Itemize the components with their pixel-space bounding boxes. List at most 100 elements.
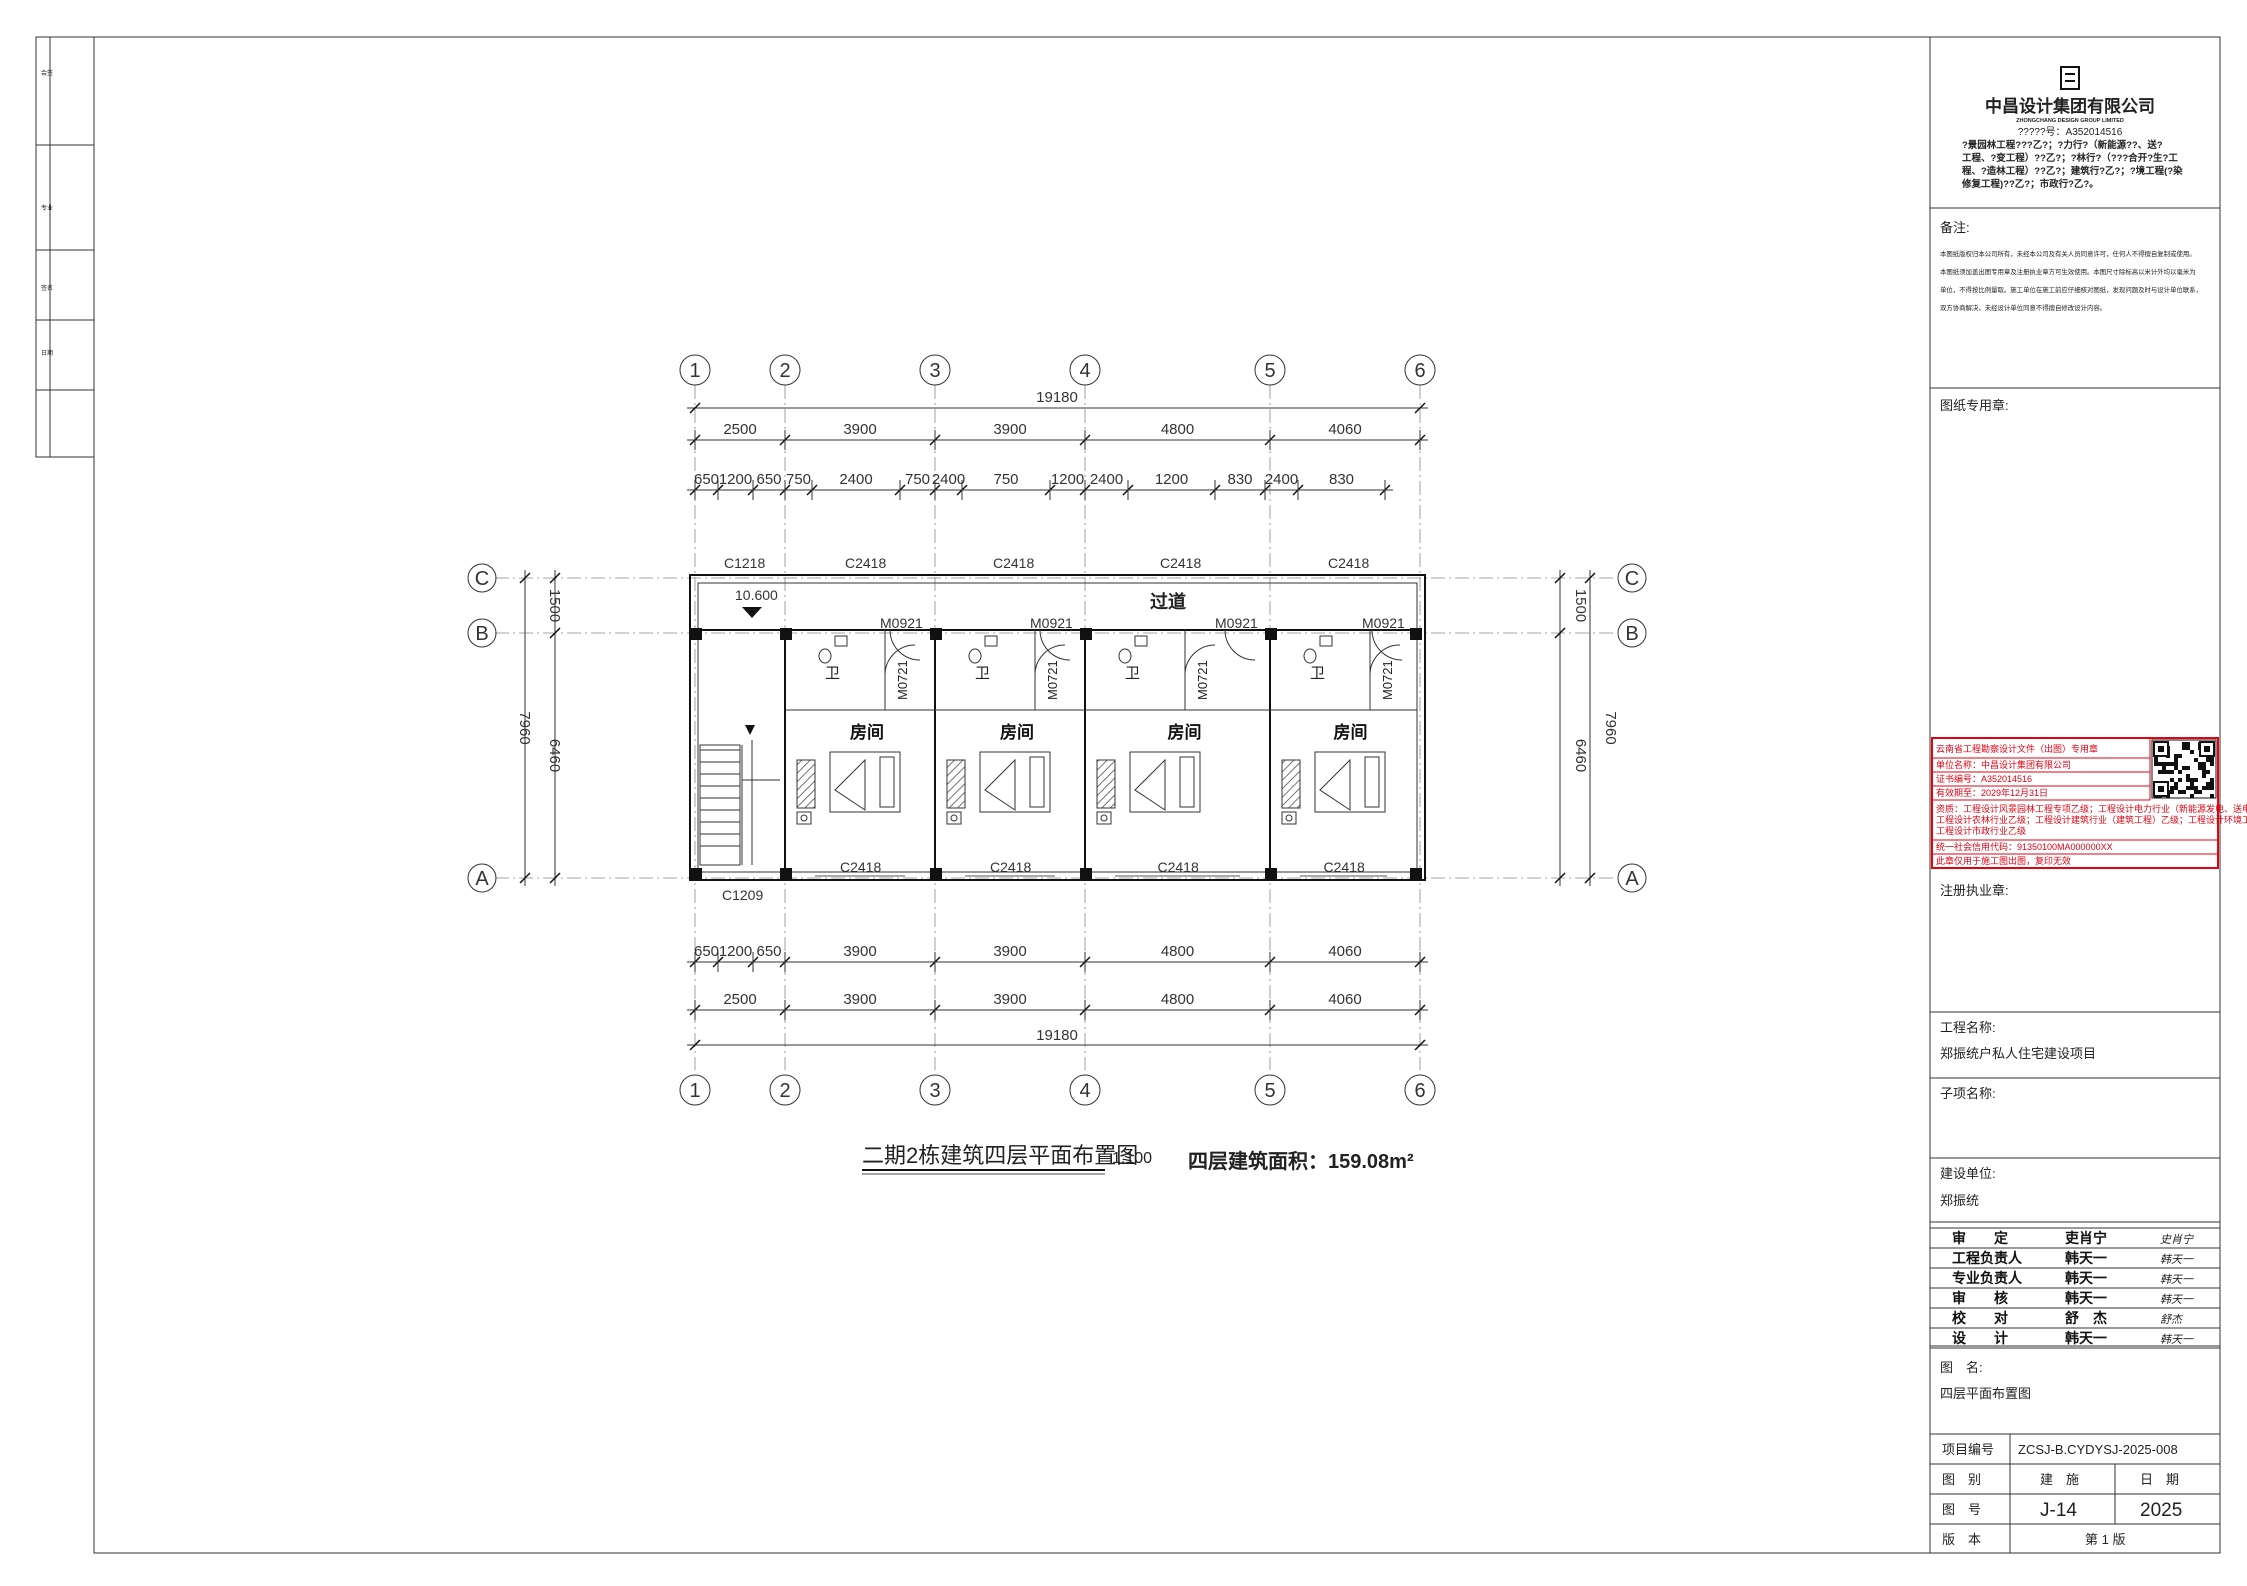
dimension-text: 650 — [694, 471, 719, 488]
axis-label: C — [1625, 568, 1639, 590]
sheet-border — [93, 36, 2221, 1554]
plan-scale: 1:100 — [1112, 1150, 1152, 1167]
dimension-text: 6460 — [1572, 739, 1589, 772]
axis-label: 5 — [1264, 1080, 1275, 1102]
column — [780, 628, 792, 640]
dimension-text: 3900 — [843, 421, 876, 438]
axis-label: B — [1625, 623, 1638, 645]
bed-icon — [979, 751, 1051, 813]
wc-label: 卫 — [825, 665, 840, 682]
dimension-text: 2500 — [723, 991, 756, 1008]
axis-label: 2 — [779, 1080, 790, 1102]
axis-bubble-4: 4 — [1069, 354, 1101, 386]
axis-bubble-6: 6 — [1404, 1074, 1436, 1106]
dimension-text: 4800 — [1161, 943, 1194, 960]
room-label: 房间 — [850, 722, 884, 742]
staircase — [699, 725, 780, 866]
wc-label: 卫 — [975, 665, 990, 682]
axis-bubble-5: 5 — [1254, 354, 1286, 386]
dimension-text: 6460 — [546, 739, 563, 772]
dimension-text: 4060 — [1328, 421, 1361, 438]
sub-item-label: 子项名称: — [1940, 1086, 1996, 1101]
signoff-role: 校 对 — [1952, 1310, 2008, 1326]
dimension-text: 2500 — [723, 421, 756, 438]
arrow-icon — [745, 725, 755, 735]
axis-label: B — [475, 623, 488, 645]
column — [1080, 628, 1092, 640]
wardrobe-icon — [946, 759, 966, 809]
axis-bubble-B: B — [467, 618, 497, 648]
column — [1410, 628, 1422, 640]
axis-label: 6 — [1414, 1080, 1425, 1102]
level-triangle-icon — [742, 607, 762, 618]
company-cert: ?????号：A352014516 — [2018, 126, 2123, 138]
axis-bubble-6: 6 — [1404, 354, 1436, 386]
dimension-text: 2400 — [839, 471, 872, 488]
stamp-title: 云南省工程勘察设计文件（出图）专用章 — [1936, 743, 2098, 754]
client-name: 郑振统 — [1940, 1193, 1979, 1208]
level-mark: 10.600 — [735, 587, 778, 603]
notes-line: 单位，不得按比例量取。施工单位在施工前应仔细核对图纸，发现问题及时与设计单位联系… — [1940, 285, 2202, 294]
wc-door-label: M0721 — [1380, 660, 1395, 700]
stamp-line: 统一社会信用代码：91350100MA000000XX — [1936, 841, 2113, 852]
stamp-line: 工程设计市政行业乙级 — [1936, 825, 2026, 836]
title-block: 中昌设计集团有限公司 ZHONGCHANG DESIGN GROUP LIMIT… — [1929, 36, 2247, 1554]
left-strip-label: 专业 — [41, 204, 53, 212]
dimension-text: 750 — [905, 471, 930, 488]
dimension-text: 3900 — [993, 943, 1026, 960]
axis-label: 4 — [1079, 360, 1090, 382]
stamp-line: 单位名称：中昌设计集团有限公司 — [1936, 759, 2071, 770]
dimension-text: 2400 — [1265, 471, 1298, 488]
room-label: 房间 — [1000, 722, 1034, 742]
stamp-line: 此章仅用于施工图出图，复印无效 — [1936, 855, 2071, 866]
dimension-text: 830 — [1227, 471, 1252, 488]
window-label-stair: C1209 — [722, 887, 763, 903]
axis-bubble-3: 3 — [919, 354, 951, 386]
toilet-icon — [1303, 648, 1317, 664]
axis-label: 3 — [929, 1080, 940, 1102]
wardrobe-icon — [1281, 759, 1301, 809]
stamp-line: 工程设计农林行业乙级；工程设计建筑行业（建筑工程）乙级；工程设计环境工程乙级； — [1936, 814, 2247, 825]
axis-bubble-C: C — [467, 563, 497, 593]
stamp-area-label: 图纸专用章: — [1940, 398, 2009, 413]
project-no-label: 项目编号 — [1942, 1442, 1994, 1457]
project-no: ZCSJ-B.CYDYSJ-2025-008 — [2018, 1442, 2178, 1457]
dimension-text: 2400 — [932, 471, 965, 488]
axis-label: 5 — [1264, 360, 1275, 382]
window-label: C2418 — [1158, 859, 1199, 875]
client-label: 建设单位: — [1940, 1166, 1996, 1181]
door-label: M0921 — [1030, 615, 1073, 631]
left-strip-label: 日期 — [41, 349, 53, 357]
dimension-text: 4800 — [1161, 991, 1194, 1008]
stamp-line: 资质：工程设计风景园林工程专项乙级；工程设计电力行业（新能源发电、送电工程）乙级… — [1936, 803, 2247, 814]
column — [930, 868, 942, 880]
wc-label: 卫 — [1310, 665, 1325, 682]
dimension-text: 1200 — [1051, 471, 1084, 488]
plan-title-block: 二期2栋建筑四层平面布置图 1:100 四层建筑面积：159.08m² — [862, 1143, 1414, 1175]
outer-wall — [689, 574, 1426, 881]
version: 第 1 版 — [2085, 1532, 2125, 1547]
qual-line: ?景园林工程???乙?；?力行?（新能源??、送? — [1962, 139, 2163, 151]
left-signoff-strip — [35, 36, 95, 458]
signoff-name: 韩天一 — [2065, 1290, 2107, 1306]
structural-columns — [690, 628, 1422, 880]
drawing-name: 四层平面布置图 — [1940, 1386, 2031, 1401]
signoff-role: 专业负责人 — [1952, 1270, 2023, 1286]
total-dimension: 19180 — [1036, 1027, 1078, 1044]
axis-label: C — [475, 568, 489, 590]
signoff-role: 审 核 — [1952, 1290, 2008, 1306]
window-label: C2418 — [845, 555, 886, 571]
axis-bubble-A: A — [467, 863, 497, 893]
signoff-name: 韩天一 — [2065, 1270, 2107, 1286]
wardrobe-icon — [796, 759, 816, 809]
qual-line: 修复工程)??乙?；市政行?乙?。 — [1961, 178, 2099, 190]
dimension-text: 3900 — [993, 421, 1026, 438]
signoff-role: 设 计 — [1952, 1330, 2008, 1346]
project-name: 郑振统户私人住宅建设项目 — [1940, 1046, 2096, 1061]
dimension-text: 1500 — [1572, 589, 1589, 622]
company-logo-icon — [2060, 66, 2080, 90]
dimension-text: 1500 — [546, 589, 563, 622]
